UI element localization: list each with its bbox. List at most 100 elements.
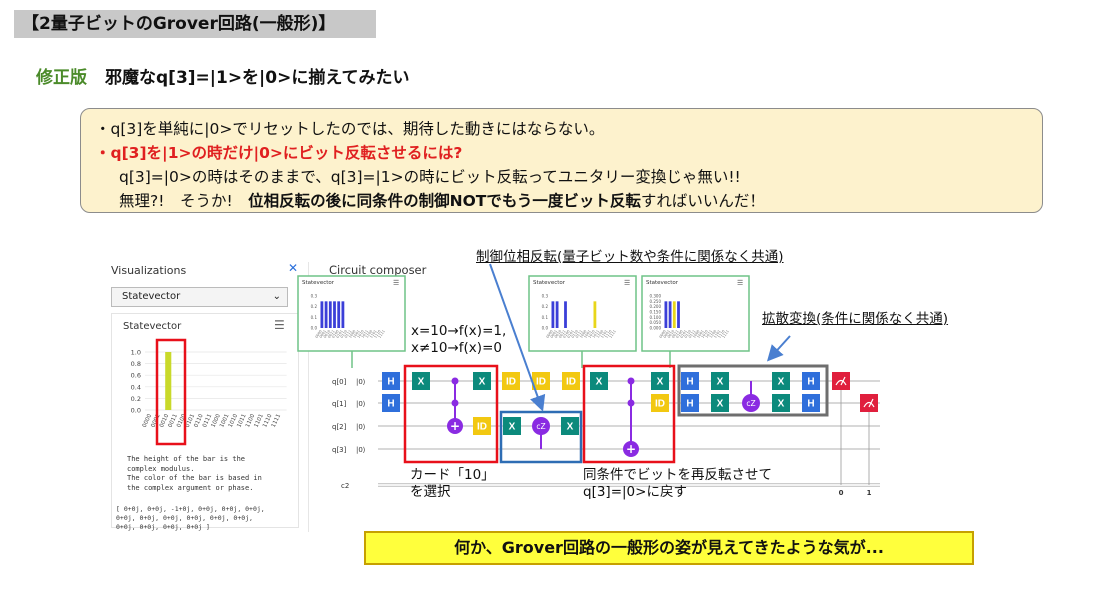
bottom-banner: 何か、Grover回路の一般形の姿が見えてきたような気が... [364, 531, 974, 565]
measure-needle [868, 398, 874, 408]
bar [677, 301, 680, 328]
menu-icon: ☰ [393, 279, 399, 287]
x-tick-label: 0011 [327, 329, 335, 339]
x-gate [772, 372, 790, 390]
y-tick-label: 0.0 [131, 407, 141, 415]
x-tick-label: 1000 [348, 329, 356, 339]
subheading-text: 邪魔なq[3]=|1>を|0>に揃えてみたい [105, 68, 410, 88]
y-tick-label: 0.250 [650, 299, 662, 304]
qubit-label: q[1] [332, 400, 347, 408]
x-tick-label: 0111 [688, 329, 696, 339]
y-tick-label: 0.1 [542, 315, 549, 320]
visualizations-title: Visualizations [111, 264, 187, 277]
x-tick-label: 0001 [319, 329, 327, 339]
qubit-label: q[2] [332, 423, 347, 431]
bar [668, 301, 672, 328]
annotation-condition-line-2: x≠10→f(x)=0 [411, 340, 502, 356]
highlight-box [155, 338, 187, 446]
x-gate-label: X [567, 422, 574, 433]
control-dot [451, 377, 459, 385]
arrow-phase-flip [489, 263, 546, 412]
bar [672, 301, 676, 328]
statevector-data: [ 0+0j, 0+0j, -1+0j, 0+0j, 0+0j, 0+0j, 0… [116, 505, 265, 531]
x-tick-label: 0111 [344, 329, 352, 339]
x-tick-label: 0010 [667, 329, 675, 339]
control-dot [627, 377, 635, 385]
x-tick-label: 1100 [596, 329, 604, 339]
x-tick-label: 1001 [583, 329, 591, 339]
menu-icon[interactable]: ☰ [274, 318, 285, 332]
x-tick-label: 1110 [604, 329, 612, 339]
ket-label: |0⟩ [356, 446, 366, 454]
circuit-composer-title: Circuit composer [329, 263, 427, 277]
measure-bit-label: 1 [867, 489, 872, 497]
ket-label: |0⟩ [356, 400, 366, 408]
x-tick-label: 0111 [202, 413, 213, 428]
x-tick-label: 0101 [567, 329, 575, 339]
y-tick-label: 0.150 [650, 310, 662, 315]
h-gate-label: H [387, 377, 394, 388]
x-gate [711, 372, 729, 390]
cz-gate-label: cZ [746, 399, 755, 408]
bar [333, 301, 336, 328]
visualization-select-value: Statevector [122, 291, 181, 302]
mini-chart-title: Statevector [646, 280, 679, 286]
mini-chart-frame [528, 275, 637, 352]
x-tick-label: 1111 [271, 413, 282, 428]
h-gate-label: H [686, 399, 693, 410]
x-tick-label: 1001 [352, 329, 360, 339]
note-line-4-a: 無理?! そうか! [119, 192, 249, 210]
y-tick-label: 0.3 [311, 294, 318, 299]
phase-flip-box [499, 410, 583, 464]
y-tick-label: 0.300 [650, 294, 662, 299]
x-tick-label: 0001 [550, 329, 558, 339]
x-tick-label: 1111 [609, 329, 617, 339]
x-tick-label: 0001 [663, 329, 671, 339]
ket-label: |0⟩ [356, 378, 366, 386]
bar [664, 301, 668, 328]
bar [593, 301, 597, 328]
mini-chart-frame [297, 275, 406, 352]
x-tick-label: 1011 [592, 329, 600, 339]
x-tick-label: 0100 [562, 329, 570, 339]
close-icon[interactable]: ✕ [288, 261, 299, 275]
annotation-reflip-line-1: 同条件でビットを再反転させて [583, 467, 772, 483]
y-tick-label: 0.000 [650, 326, 662, 331]
diffusion-box [677, 364, 829, 417]
note-line-4-bold: 位相反転の後に同条件の制御NOTでもう一度ビット反転 [248, 192, 641, 210]
measure-icon [863, 401, 875, 408]
annotation-phase-flip: 制御位相反転(量子ビット数や条件に関係なく共通) [476, 249, 784, 265]
note-line-3: q[3]=|0>の時はそのままで、q[3]=|1>の時にビット反転ってユニタリー… [119, 168, 741, 186]
y-tick-label: 0.100 [650, 315, 662, 320]
classical-label: c2 [341, 482, 349, 490]
bar [165, 352, 172, 410]
menu-icon: ☰ [737, 279, 743, 287]
qubit-label: q[3] [332, 446, 347, 454]
h-gate-label: H [807, 399, 814, 410]
visualization-select[interactable]: Statevector⌄ [111, 287, 288, 307]
x-gate [772, 394, 790, 412]
subheading: 修正版邪魔なq[3]=|1>を|0>に揃えてみたい [36, 63, 410, 88]
cnot-target [623, 441, 639, 457]
x-tick-label: 0000 [142, 413, 154, 429]
annotation-condition: x=10→f(x)=1, x≠10→f(x)=0 [411, 323, 506, 357]
x-gate [590, 372, 608, 390]
bar [337, 301, 341, 328]
mini-chart-frame [641, 275, 750, 352]
statevector-card [111, 313, 299, 528]
x-gate-label: X [509, 422, 516, 433]
x-gate-label: X [657, 377, 664, 388]
x-tick-label: 0000 [659, 329, 667, 339]
x-gate-label: X [418, 377, 425, 388]
x-tick-label: 1101 [254, 413, 265, 428]
x-tick-label: 1001 [219, 413, 230, 428]
x-gate [711, 394, 729, 412]
x-tick-label: 1000 [579, 329, 587, 339]
y-tick-label: 0.1 [311, 315, 318, 320]
x-tick-label: 1101 [369, 329, 377, 339]
x-tick-label: 0000 [546, 329, 554, 339]
annotation-condition-line-1: x=10→f(x)=1, [411, 323, 507, 339]
highlight-boxes [403, 364, 829, 464]
id-gate-label: ID [477, 422, 487, 433]
y-tick-label: 0.4 [131, 383, 141, 391]
